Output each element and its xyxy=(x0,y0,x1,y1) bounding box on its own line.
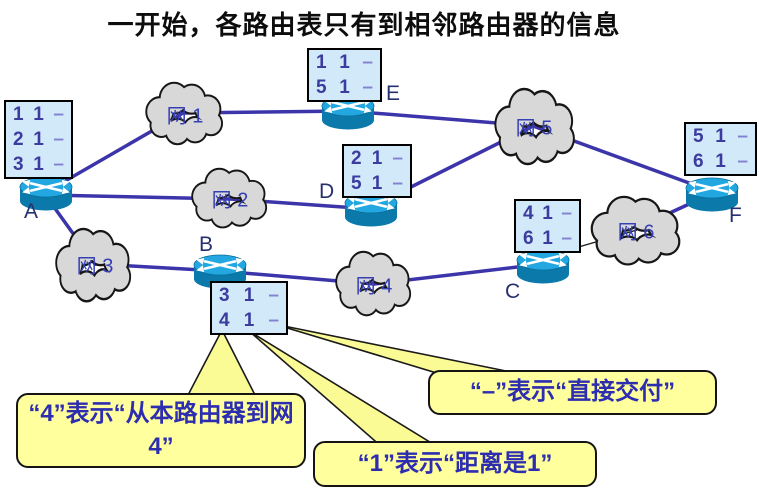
dest-net: 5 xyxy=(693,126,704,147)
next-hop: – xyxy=(53,129,64,150)
callout-meaning-of-4: “4”表示“从本路由器到网4” xyxy=(16,393,306,468)
distance: 1 xyxy=(339,77,350,98)
dest-net: 5 xyxy=(316,77,327,98)
next-hop: – xyxy=(53,104,64,125)
callout-meaning-of-1: “1”表示“距离是1” xyxy=(313,441,597,487)
next-hop: – xyxy=(737,126,748,147)
dest-net: 4 xyxy=(523,203,534,224)
dest-net: 2 xyxy=(13,129,24,150)
dest-net: 5 xyxy=(351,173,362,194)
next-hop: – xyxy=(53,154,64,175)
router-icon-d xyxy=(343,191,399,228)
next-hop: – xyxy=(561,203,572,224)
distance: 1 xyxy=(371,148,383,169)
cloud-label-net5: 网 5 xyxy=(515,117,553,140)
router-label-f: F xyxy=(729,204,742,227)
dest-net: 3 xyxy=(13,154,24,175)
distance: 1 xyxy=(243,285,255,306)
dest-net: 2 xyxy=(351,148,362,169)
dest-net: 4 xyxy=(219,310,230,331)
dest-net: 6 xyxy=(693,151,704,172)
cloud-label-net4: 网 4 xyxy=(355,275,393,298)
distance: 1 xyxy=(542,228,553,249)
distance: 1 xyxy=(715,151,726,172)
distance: 1 xyxy=(243,310,255,331)
next-hop: – xyxy=(362,52,373,73)
slide-title: 一开始，各路由表只有到相邻路由器的信息 xyxy=(107,10,621,40)
distance: 1 xyxy=(715,126,726,147)
dest-net: 3 xyxy=(219,285,230,306)
router-label-a: A xyxy=(24,200,39,223)
router-icon-c xyxy=(515,248,571,285)
next-hop: – xyxy=(268,285,279,306)
next-hop: – xyxy=(392,173,403,194)
next-hop: – xyxy=(737,151,748,172)
pointer-to-4 xyxy=(185,328,257,398)
next-hop: – xyxy=(392,148,403,169)
cloud-label-net6: 网 6 xyxy=(617,221,655,244)
dest-net: 6 xyxy=(523,228,534,249)
router-label-c: C xyxy=(505,280,521,303)
cloud-label-net3: 网 3 xyxy=(76,255,114,278)
callout-meaning-of-dash: “–”表示“直接交付” xyxy=(428,370,717,415)
router-label-b: B xyxy=(199,233,214,256)
router-label-d: D xyxy=(319,180,335,203)
dest-net: 1 xyxy=(316,52,327,73)
distance: 1 xyxy=(371,173,383,194)
distance: 1 xyxy=(33,154,44,175)
next-hop: – xyxy=(362,77,373,98)
distance: 1 xyxy=(33,129,44,150)
dest-net: 1 xyxy=(13,104,24,125)
distance: 1 xyxy=(339,52,350,73)
next-hop: – xyxy=(561,228,572,249)
distance: 1 xyxy=(542,203,553,224)
router-label-e: E xyxy=(386,82,401,105)
next-hop: – xyxy=(268,310,279,331)
cloud-label-net2: 网 2 xyxy=(211,189,249,212)
cloud-label-net1: 网 1 xyxy=(166,105,204,128)
distance: 1 xyxy=(33,104,44,125)
